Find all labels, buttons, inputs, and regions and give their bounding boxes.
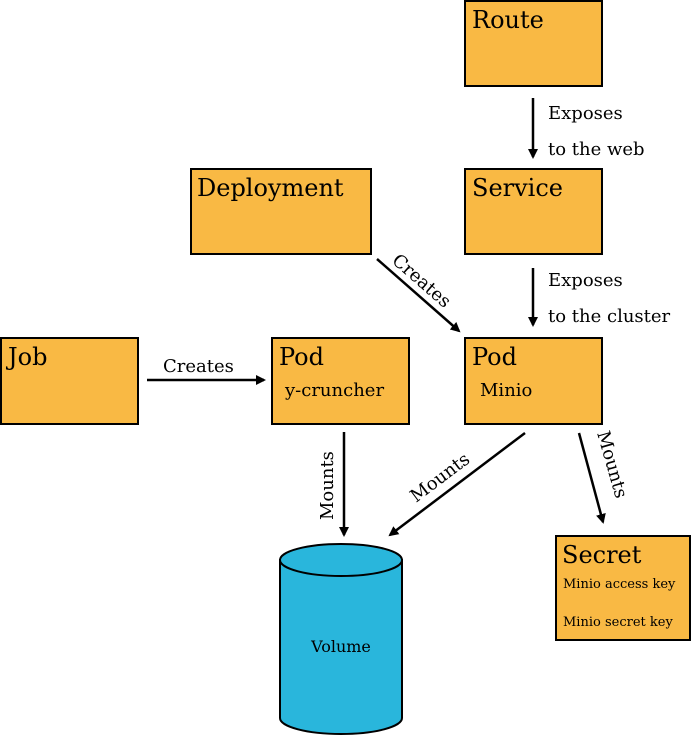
service-node: Service	[464, 168, 603, 255]
edge-deployment-pod-label: Creates	[388, 250, 455, 312]
secret-title: Secret	[562, 541, 642, 569]
route-node: Route	[464, 0, 603, 87]
secret-line1: Minio access key	[563, 577, 676, 592]
edge-route-service: Exposes to the web	[528, 98, 645, 160]
pod-cruncher-subtitle: y-cruncher	[284, 380, 384, 401]
secret-line2: Minio secret key	[563, 615, 673, 630]
secret-node: Secret Minio access key Minio secret key	[555, 535, 691, 641]
edge-minio-secret: Mounts	[577, 429, 631, 524]
job-title: Job	[5, 343, 47, 371]
edge-minio-secret-label: Mounts	[592, 429, 631, 501]
edge-service-pod: Exposes to the cluster	[528, 268, 671, 327]
service-title: Service	[472, 174, 563, 202]
pod-minio-node: Pod Minio	[464, 337, 603, 425]
edge-service-pod-line2: to the cluster	[548, 306, 671, 327]
edge-cruncher-volume: Mounts	[317, 432, 349, 537]
edge-route-service-line2: to the web	[548, 139, 645, 160]
route-title: Route	[472, 6, 544, 34]
deployment-title: Deployment	[197, 174, 344, 202]
pod-cruncher-node: Pod y-cruncher	[271, 337, 410, 425]
edge-route-service-line1: Exposes	[548, 103, 623, 124]
deployment-node: Deployment	[190, 168, 372, 255]
edge-cruncher-volume-label: Mounts	[317, 451, 338, 520]
job-node: Job	[0, 337, 139, 425]
edge-service-pod-line1: Exposes	[548, 270, 623, 291]
edge-deployment-pod: Creates	[376, 250, 461, 333]
edge-job-pod-label: Creates	[163, 356, 234, 377]
edge-minio-volume: Mounts	[388, 432, 526, 537]
volume-title: Volume	[310, 637, 371, 656]
pod-cruncher-title: Pod	[279, 343, 324, 371]
pod-minio-title: Pod	[472, 343, 517, 371]
edge-job-pod: Creates	[147, 356, 266, 385]
volume-node: Volume	[279, 543, 403, 735]
pod-minio-subtitle: Minio	[480, 380, 532, 401]
